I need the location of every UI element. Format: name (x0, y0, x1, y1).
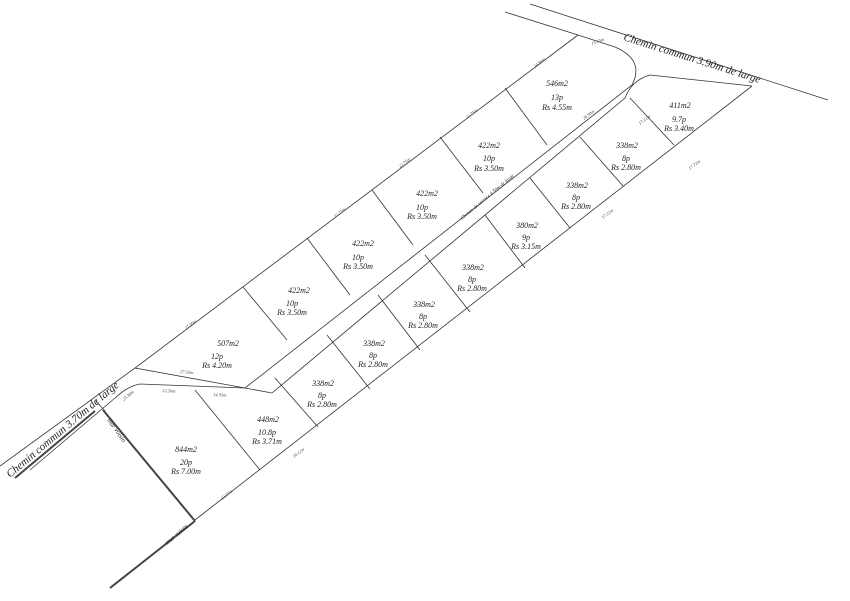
lot-price: Rs 7.00m (170, 467, 201, 476)
dimension-label: 27.00m (184, 318, 198, 330)
lot-area: 422m2 (288, 286, 310, 295)
dimension-label: 27.50m (180, 369, 195, 375)
dimension-label: 17.22m (601, 207, 615, 219)
lot-price: Rs 3.50m (276, 308, 307, 317)
lot-lower-7: 338m2 8p Rs 2.80m (357, 339, 388, 369)
lot-lower-3: 338m2 8p Rs 2.80m (560, 181, 591, 211)
lot-perches: 13p (551, 93, 563, 102)
dimension-label: 22.57m (220, 488, 234, 500)
lot-area: 422m2 (478, 141, 500, 150)
lower-lots-outline (114, 74, 753, 521)
lot-price: Rs 4.20m (201, 361, 232, 370)
lot-lower-5: 338m2 8p Rs 2.80m (456, 263, 487, 293)
neighbour-wall-bottom-label: mur voisin (164, 523, 190, 546)
lot-perches: 8p (622, 154, 630, 163)
lot-lower-2: 338m2 8p Rs 2.80m (610, 141, 641, 172)
lot-price: Rs 2.80m (407, 321, 438, 330)
lot-perches: 10p (416, 203, 428, 212)
lot-upper-2: 422m2 10p Rs 3.50m (473, 141, 504, 173)
lot-price: Rs 3.50m (406, 212, 437, 221)
dimension-label: 17.72m (688, 158, 702, 170)
dimension-label: 14.93m (213, 392, 227, 398)
lot-area: 448m2 (257, 415, 279, 424)
lot-lower-1: 411m2 9.7p Rs 3.40m (663, 101, 694, 133)
lot-price: Rs 2.80m (560, 202, 591, 211)
lot-perches: 8p (318, 391, 326, 400)
dimension-label: 15.55m (591, 36, 606, 46)
lot-lower-6: 338m2 8p Rs 2.80m (407, 300, 438, 330)
lot-price: Rs 3.50m (342, 262, 373, 271)
lot-lower-10: 844m2 20p Rs 7.00m (170, 445, 201, 476)
lot-area: 338m2 (412, 300, 435, 309)
lot-upper-3: 422m2 10p Rs 3.50m (406, 189, 438, 221)
dimension-label: 22.75m (398, 156, 412, 168)
lot-area: 422m2 (416, 189, 438, 198)
lot-lower-9: 448m2 10.8p Rs 3.71m (251, 415, 282, 446)
lot-perches: 20p (180, 458, 192, 467)
lot-lower-4: 380m2 9p Rs 3.15m (510, 221, 541, 251)
lot-perches: 8p (369, 351, 377, 360)
lot-price: Rs 2.80m (357, 360, 388, 369)
lot-area: 338m2 (565, 181, 588, 190)
lot-price: Rs 2.80m (306, 400, 337, 409)
dimension-label: 22.75m (465, 107, 479, 119)
lot-perches: 8p (419, 312, 427, 321)
lot-price: Rs 4.55m (541, 103, 572, 112)
lot-perches: 9p (522, 233, 530, 242)
lot-price: Rs 2.80m (456, 284, 487, 293)
lot-upper-1: 546m2 13p Rs 4.55m (541, 79, 572, 112)
lot-perches: 8p (572, 193, 580, 202)
neighbour-wall-left (102, 409, 196, 522)
lot-perches: 10.8p (258, 428, 276, 437)
lot-perches: 10p (352, 253, 364, 262)
neighbour-wall-bottom (109, 520, 196, 589)
lot-perches: 10p (483, 154, 495, 163)
neighbour-wall-left-label: mur voisin (105, 417, 127, 444)
lot-perches: 12p (211, 352, 223, 361)
left-road-label: Chemin commun 3.70m de large (4, 379, 121, 480)
lot-area: 546m2 (546, 79, 568, 88)
lot-price: Rs 3.50m (473, 164, 504, 173)
lot-lower-8: 338m2 8p Rs 2.80m (306, 379, 337, 409)
upper-lots-outline (134, 34, 637, 389)
dimension-label: 20.12m (292, 446, 306, 458)
dimension-label: 24.84m (533, 56, 547, 68)
lot-area: 422m2 (352, 239, 374, 248)
lot-price: Rs 3.71m (251, 437, 282, 446)
lot-price: Rs 2.80m (610, 163, 641, 172)
lot-area: 338m2 (362, 339, 385, 348)
lot-area: 338m2 (615, 141, 638, 150)
dimension-label: 12.50m (162, 388, 176, 394)
lot-perches: 8p (468, 275, 476, 284)
lot-upper-5: 422m2 10p Rs 3.50m (276, 286, 310, 317)
lot-upper-6: 507m2 12p Rs 4.20m (201, 339, 239, 370)
lot-price: Rs 3.40m (663, 124, 694, 133)
dimension-label: 22.71m (333, 206, 347, 218)
lot-area: 338m2 (461, 263, 484, 272)
lot-perches: 9.7p (672, 115, 686, 124)
lot-price: Rs 3.15m (510, 242, 541, 251)
lot-area: 844m2 (175, 445, 197, 454)
lot-area: 338m2 (311, 379, 334, 388)
lot-area: 380m2 (515, 221, 538, 230)
lot-area: 507m2 (217, 339, 239, 348)
service-road-label: Chemin de service 4.50m de large (460, 173, 516, 221)
lot-perches: 10p (286, 299, 298, 308)
lot-area: 411m2 (669, 101, 690, 110)
lot-upper-4: 422m2 10p Rs 3.50m (342, 239, 374, 271)
